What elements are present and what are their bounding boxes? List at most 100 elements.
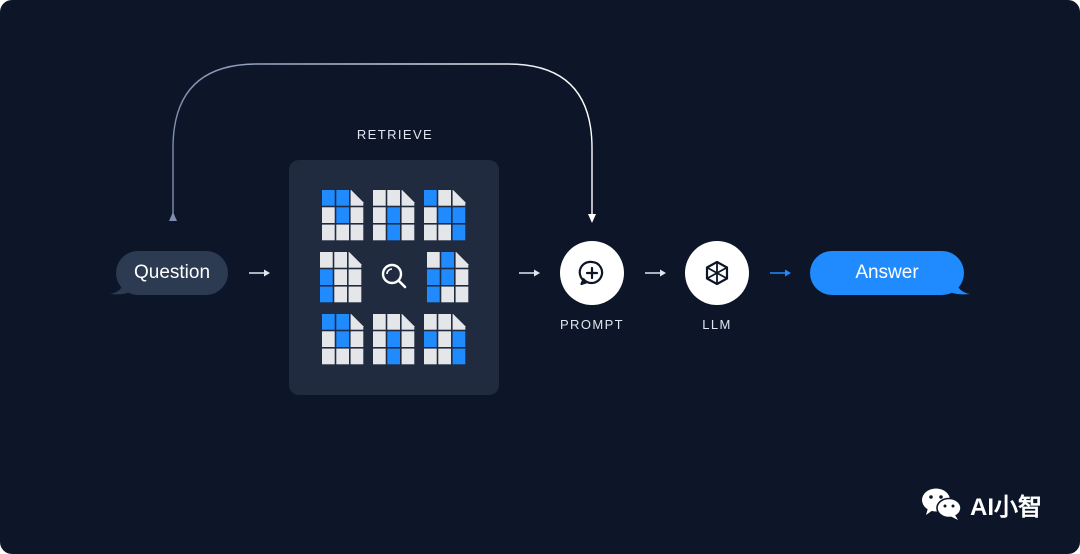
doc-cell: [424, 207, 437, 223]
doc-cell: [424, 314, 437, 330]
doc-cell: [350, 331, 364, 347]
doc-bottom-middle-icon: [373, 314, 415, 365]
doc-cell: [336, 314, 349, 330]
doc-cell: [336, 331, 349, 347]
llm-node: [685, 241, 749, 305]
doc-cell: [441, 269, 454, 285]
doc-cell: [322, 224, 335, 241]
question-text: Question: [133, 262, 211, 283]
doc-cell: [373, 348, 386, 365]
wechat-icon: [922, 488, 962, 520]
chat-plus-icon: [578, 260, 604, 286]
doc-cell: [401, 224, 415, 241]
doc-bottom-left-icon: [322, 314, 364, 365]
doc-cell: [427, 269, 440, 285]
doc-cell: [438, 224, 451, 241]
doc-cell: [401, 207, 415, 223]
doc-cell: [322, 331, 335, 347]
doc-cell: [387, 207, 400, 223]
doc-cell: [322, 207, 335, 223]
arrow-question-to-retrieve: [249, 269, 270, 277]
doc-fold: [349, 252, 362, 265]
doc-cell: [373, 314, 386, 330]
doc-cell: [334, 252, 347, 268]
doc-cell: [387, 348, 400, 365]
doc-cell: [455, 269, 469, 285]
watermark-text: AI小智: [970, 493, 1042, 521]
prompt-node: [560, 241, 624, 305]
doc-middle-left-icon: [320, 252, 362, 303]
doc-fold: [351, 314, 364, 327]
prompt-label: PROMPT: [559, 317, 624, 332]
doc-cell: [424, 331, 437, 347]
arrow-prompt-to-llm: [645, 269, 666, 277]
doc-top-middle-icon: [373, 190, 415, 241]
doc-cell: [350, 348, 364, 365]
doc-cell: [401, 348, 415, 365]
doc-fold: [351, 190, 364, 203]
doc-cell: [373, 207, 386, 223]
search-icon: [381, 263, 407, 289]
doc-cell: [452, 207, 466, 223]
doc-cell: [441, 252, 454, 268]
doc-cell: [427, 286, 440, 303]
doc-cell: [350, 207, 364, 223]
doc-middle-right-icon: [427, 252, 469, 303]
doc-cell: [441, 286, 454, 303]
doc-cell: [424, 190, 437, 206]
doc-cell: [424, 348, 437, 365]
doc-cell: [322, 314, 335, 330]
doc-cell: [336, 190, 349, 206]
doc-cell: [452, 224, 466, 241]
doc-cell: [387, 224, 400, 241]
doc-top-left-icon: [322, 190, 364, 241]
doc-cell: [427, 252, 440, 268]
doc-top-right-icon: [424, 190, 466, 241]
doc-cell: [348, 269, 362, 285]
arrow-retrieve-to-prompt: [519, 269, 540, 277]
doc-cell: [455, 286, 469, 303]
answer-bubble: Answer: [810, 251, 964, 295]
doc-cell: [334, 269, 347, 285]
doc-cell: [334, 286, 347, 303]
question-to-prompt-loop: [172, 63, 593, 218]
doc-cell: [322, 190, 335, 206]
doc-cell: [387, 314, 400, 330]
doc-fold: [453, 314, 466, 327]
retrieve-label: RETRIEVE: [356, 127, 434, 142]
hexagon-cube-icon: [705, 260, 729, 286]
doc-cell: [373, 224, 386, 241]
loop-start-arrowhead: [169, 212, 177, 221]
doc-cell: [424, 224, 437, 241]
doc-cell: [336, 348, 349, 365]
llm-label: LLM: [702, 317, 732, 332]
doc-cell: [387, 190, 400, 206]
doc-cell: [373, 331, 386, 347]
doc-cell: [320, 252, 333, 268]
doc-cell: [438, 331, 451, 347]
doc-fold: [402, 314, 415, 327]
doc-cell: [348, 286, 362, 303]
loop-end-arrowhead: [588, 214, 596, 223]
doc-cell: [350, 224, 364, 241]
doc-cell: [438, 348, 451, 365]
arrow-llm-to-answer: [770, 269, 791, 277]
doc-fold: [402, 190, 415, 203]
doc-cell: [322, 348, 335, 365]
doc-cell: [452, 331, 466, 347]
doc-cell: [438, 207, 451, 223]
doc-cell: [401, 331, 415, 347]
doc-cell: [336, 207, 349, 223]
doc-bottom-right-icon: [424, 314, 466, 365]
doc-cell: [438, 190, 451, 206]
doc-cell: [452, 348, 466, 365]
doc-cell: [320, 269, 333, 285]
watermark: AI小智: [920, 486, 1042, 522]
doc-cell: [387, 331, 400, 347]
doc-fold: [453, 190, 466, 203]
doc-cell: [320, 286, 333, 303]
question-bubble: Question: [116, 251, 228, 295]
doc-cell: [373, 190, 386, 206]
doc-fold: [456, 252, 469, 265]
